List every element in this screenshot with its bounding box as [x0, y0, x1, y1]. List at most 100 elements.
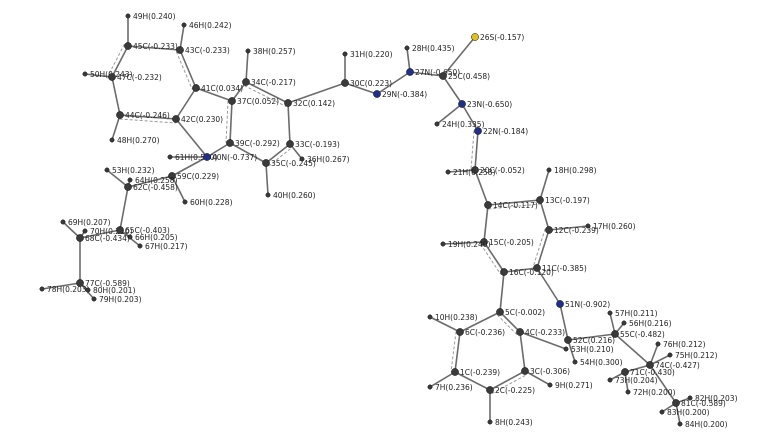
bond-4C-53H2 — [519, 331, 567, 350]
atom-47C: 47C(-0.232) — [108, 73, 162, 82]
atom-32C: 32C(0.142) — [284, 99, 335, 108]
atom-21H: 21H(0.258) — [445, 168, 496, 177]
atom-sphere — [611, 330, 619, 338]
bond-25C-26S — [442, 36, 476, 77]
atom-label: 23N(-0.650) — [467, 100, 512, 109]
atom-sphere — [625, 389, 631, 395]
atom-42C: 42C(0.230) — [172, 115, 223, 124]
atom-label: 83H(0.200) — [667, 408, 710, 417]
double-bond-34C-32C — [243, 85, 287, 108]
double-bond-12C-11C — [532, 228, 546, 267]
bond-30C-29N — [344, 82, 378, 95]
atom-label: 3C(-0.306) — [530, 367, 570, 376]
atom-sphere — [85, 287, 91, 293]
atom-label: 53H(0.210) — [571, 345, 614, 354]
atom-64H: 64H(0.258) — [127, 176, 178, 185]
bond-12C-17H — [548, 225, 589, 231]
atom-label: 28H(0.435) — [412, 44, 455, 53]
atom-label: 16C(-0.120) — [509, 268, 554, 277]
atom-label: 54H(0.300) — [580, 358, 623, 367]
bond-52C-55C — [567, 333, 616, 341]
atom-52C: 52C(0.216) — [564, 336, 615, 345]
bond-45C-43C — [127, 45, 181, 51]
atom-sphere — [404, 45, 410, 51]
atom-38H: 38H(0.257) — [245, 47, 296, 56]
atom-label: 39C(-0.292) — [235, 139, 280, 148]
atom-sphere — [621, 320, 627, 326]
double-bond-2C-3C — [491, 374, 528, 394]
atom-sphere — [76, 279, 84, 287]
atom-label: 55C(-0.482) — [620, 330, 665, 339]
atom-sphere — [124, 183, 132, 191]
atom-label: 62C(-0.458) — [133, 183, 178, 192]
atom-sphere — [167, 154, 173, 160]
atom-label: 47C(-0.232) — [117, 73, 162, 82]
atom-label: 68C(-0.434) — [85, 234, 130, 243]
atom-sphere — [585, 223, 591, 229]
atom-sphere — [621, 368, 629, 376]
atom-26S: 26S(-0.157) — [471, 33, 524, 42]
atom-label: 12C(-0.239) — [554, 226, 599, 235]
atom-6C: 6C(-0.236) — [456, 328, 505, 337]
atom-27N: 27N(-0.650) — [406, 68, 460, 77]
atom-46H: 46H(0.242) — [181, 21, 232, 30]
atom-label: 19H(0.240) — [448, 240, 491, 249]
atom-label: 6C(-0.236) — [465, 328, 505, 337]
bond-23N-24H — [436, 103, 463, 125]
atom-sphere — [672, 399, 680, 407]
atom-label: 1C(-0.239) — [460, 368, 500, 377]
bond-1C-2C — [454, 371, 491, 391]
atom-sphere — [245, 48, 251, 54]
atom-label: 11C(-0.385) — [542, 264, 587, 273]
atom-14C: 14C(-0.117) — [484, 201, 538, 210]
atom-sphere — [677, 421, 683, 427]
atom-35C: 35C(-0.245) — [262, 159, 316, 168]
bond-39C-35C — [229, 142, 267, 164]
atom-67H: 67H(0.217) — [137, 242, 188, 251]
atom-label: 79H(0.203) — [99, 295, 142, 304]
bond-33C-32C — [287, 102, 291, 145]
bond-37C-39C — [229, 100, 233, 144]
bond-3C-9H — [524, 370, 551, 386]
atom-sphere — [137, 243, 143, 249]
bond-15C-19H — [442, 241, 485, 245]
atom-sphere — [480, 238, 488, 246]
atom-sphere — [284, 99, 292, 107]
atom-sphere — [104, 167, 110, 173]
atom-79H: 79H(0.203) — [91, 295, 142, 304]
double-bond-15C-16C — [480, 243, 502, 275]
double-bond-22N-20C — [470, 130, 475, 170]
atom-sphere — [521, 367, 529, 375]
bond-59C-62C — [127, 175, 173, 188]
atom-15C: 15C(-0.205) — [480, 238, 534, 247]
atom-sphere — [341, 79, 349, 87]
atom-sphere — [564, 336, 572, 344]
atom-78H: 78H(0.203) — [39, 285, 90, 294]
atom-label: 64H(0.258) — [135, 176, 178, 185]
atom-53H2: 53H(0.210) — [563, 345, 614, 354]
atom-label: 74C(-0.427) — [655, 361, 700, 370]
atom-sphere — [687, 395, 693, 401]
bond-44C-48H — [111, 114, 121, 141]
bond-65C-68C — [79, 229, 121, 239]
atom-sphere — [108, 73, 116, 81]
atom-label: 42C(0.230) — [181, 115, 223, 124]
atom-sphere — [176, 46, 184, 54]
atom-sphere — [76, 234, 84, 242]
atom-label: 49H(0.240) — [133, 12, 176, 21]
atom-29N: 29N(-0.384) — [373, 90, 427, 99]
bond-22N-20C — [474, 130, 479, 171]
bond-46H-43C — [179, 24, 185, 51]
double-bond-43C-41C — [175, 51, 193, 90]
atom-sphere — [458, 100, 466, 108]
atom-label: 53H(0.232) — [112, 166, 155, 175]
atom-label: 41C(0.034) — [201, 84, 243, 93]
atom-83H: 83H(0.200) — [659, 408, 710, 417]
bond-23N-22N — [461, 103, 479, 132]
atom-label: 18H(0.298) — [554, 166, 597, 175]
atom-sphere — [546, 167, 552, 173]
bond-15C-16C — [483, 241, 505, 273]
bond-74C-71C — [624, 364, 651, 373]
